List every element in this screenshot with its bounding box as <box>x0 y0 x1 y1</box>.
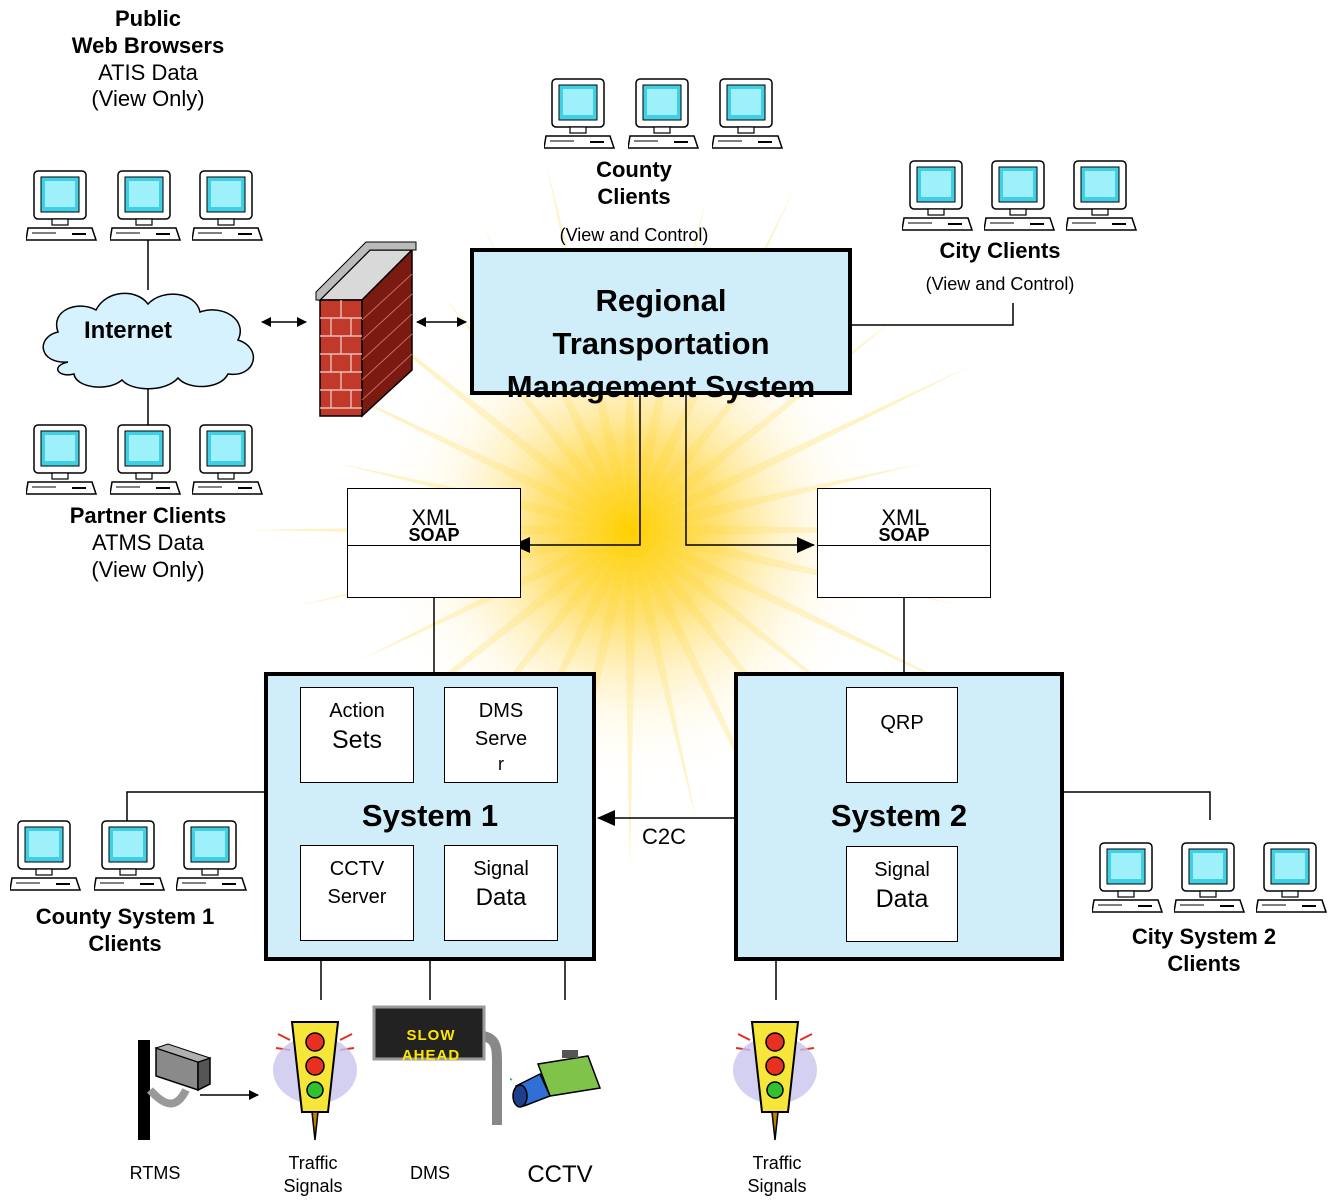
signal-data-1-box: Signal Data <box>444 845 558 941</box>
c2c-label: C2C <box>641 824 686 849</box>
city-sys2-line1: City System 2 <box>1131 924 1277 949</box>
computer-icon <box>10 820 82 891</box>
rtms-device-label: RTMS <box>129 1163 181 1183</box>
county-title-1: County <box>596 157 672 182</box>
regional-tms-box <box>470 248 852 395</box>
xml-soap-left: XML SOAP <box>347 488 521 598</box>
signal-data-1-line2: Data <box>475 884 527 911</box>
county-sys1-line2: Clients <box>88 930 162 956</box>
firewall-icon <box>315 241 417 418</box>
computer-icon <box>176 820 248 891</box>
xml-right-bottom: SOAP <box>878 525 930 545</box>
system2-title: System 2 <box>830 798 968 833</box>
action-sets-line2: Sets <box>331 726 383 754</box>
computer-icon <box>26 170 98 241</box>
dms-sign-line1: SLOW <box>406 1027 456 1044</box>
signal-data-2-box: Signal Data <box>846 846 958 942</box>
xml-left-bottom: SOAP <box>408 525 460 545</box>
city-sys2-line2: Clients <box>1167 950 1241 976</box>
cloud-icon <box>42 292 255 390</box>
partner-title: Partner Clients <box>69 503 227 528</box>
partner-data-type: ATMS Data <box>91 529 205 555</box>
qrp-box: QRP <box>846 687 958 783</box>
cctv-device-label: CCTV <box>527 1161 593 1188</box>
dms-sign-icon <box>372 1005 502 1125</box>
dms-device-label: DMS <box>410 1163 450 1183</box>
public-title-1: Public <box>114 6 181 31</box>
rtms-sensor-icon <box>138 1040 212 1140</box>
computer-icon <box>1092 842 1164 913</box>
computer-icon <box>984 160 1056 231</box>
computer-icon <box>628 78 700 149</box>
public-browsers-label: Public Web Browsers ATIS Data (View Only… <box>48 6 248 113</box>
action-sets-box: Action Sets <box>300 687 414 783</box>
cctv-server-box: CCTV Server <box>300 845 414 941</box>
computer-icon <box>1256 842 1328 913</box>
rtms-line2: Transportation <box>552 325 770 361</box>
dms-server-line2: Serve <box>474 728 528 750</box>
dms-sign-text: SLOW AHEAD <box>376 1026 486 1065</box>
county-access: (View and Control) <box>559 225 709 245</box>
traffic-light-icon <box>273 1021 357 1141</box>
rtms-line1: Regional <box>595 283 727 318</box>
signal-data-2-line2: Data <box>875 885 929 913</box>
computer-icon <box>110 170 182 241</box>
city-system2-clients-label: City System 2 Clients <box>1084 924 1324 978</box>
computer-icon <box>1174 842 1246 913</box>
ts2-line1: Traffic <box>752 1153 802 1173</box>
cctv-server-line2: Server <box>327 886 387 908</box>
computer-icon <box>1066 160 1138 231</box>
computer-icon <box>192 170 264 241</box>
xml-right-top: XML <box>881 505 927 530</box>
dms-sign-line2: AHEAD <box>401 1046 461 1064</box>
county-system1-clients-label: County System 1 Clients <box>0 904 250 958</box>
traffic-signals-2-label: Traffic Signals <box>732 1152 822 1199</box>
city-clients-access: (View and Control) <box>925 274 1075 294</box>
computer-icon <box>712 78 784 149</box>
computer-icon <box>192 424 264 495</box>
rtms-line3: Management System <box>506 368 816 404</box>
public-data-type: ATIS Data <box>98 59 198 85</box>
dms-server-line3: r <box>498 754 504 774</box>
public-access: (View Only) <box>91 86 205 112</box>
public-title-2: Web Browsers <box>71 32 225 58</box>
ts1-line1: Traffic <box>288 1153 338 1173</box>
ts1-line2: Signals <box>283 1176 343 1197</box>
partner-access: (View Only) <box>91 556 205 582</box>
regional-tms-label: Regional Transportation Management Syste… <box>470 280 852 408</box>
computer-icon <box>110 424 182 495</box>
city-clients-title: City Clients <box>939 238 1061 263</box>
cctv-server-line1: CCTV <box>329 858 385 880</box>
ts2-line2: Signals <box>747 1176 807 1197</box>
traffic-light-icon <box>733 1021 817 1141</box>
signal-data-2-line1: Signal <box>874 859 930 881</box>
xml-left-top: XML <box>411 505 457 530</box>
camera-icon <box>510 1050 602 1109</box>
internet-label: Internet <box>83 317 172 344</box>
partner-clients-label: Partner Clients ATMS Data (View Only) <box>28 503 268 583</box>
qrp-label: QRP <box>880 712 924 734</box>
computer-icon <box>544 78 616 149</box>
county-title-2: Clients <box>597 183 671 209</box>
county-clients-label: County Clients <box>534 157 734 211</box>
xml-soap-right: XML SOAP <box>817 488 991 598</box>
system1-title: System 1 <box>361 798 499 833</box>
county-sys1-line1: County System 1 <box>35 904 215 929</box>
computer-icon <box>94 820 166 891</box>
traffic-signals-1-label: Traffic Signals <box>268 1152 358 1199</box>
signal-data-1-line1: Signal <box>473 858 529 880</box>
action-sets-line1: Action <box>329 700 385 722</box>
computer-icon <box>26 424 98 495</box>
computer-icon <box>902 160 974 231</box>
dms-server-box: DMS Serve r <box>444 687 558 783</box>
dms-server-line1: DMS <box>478 700 524 722</box>
